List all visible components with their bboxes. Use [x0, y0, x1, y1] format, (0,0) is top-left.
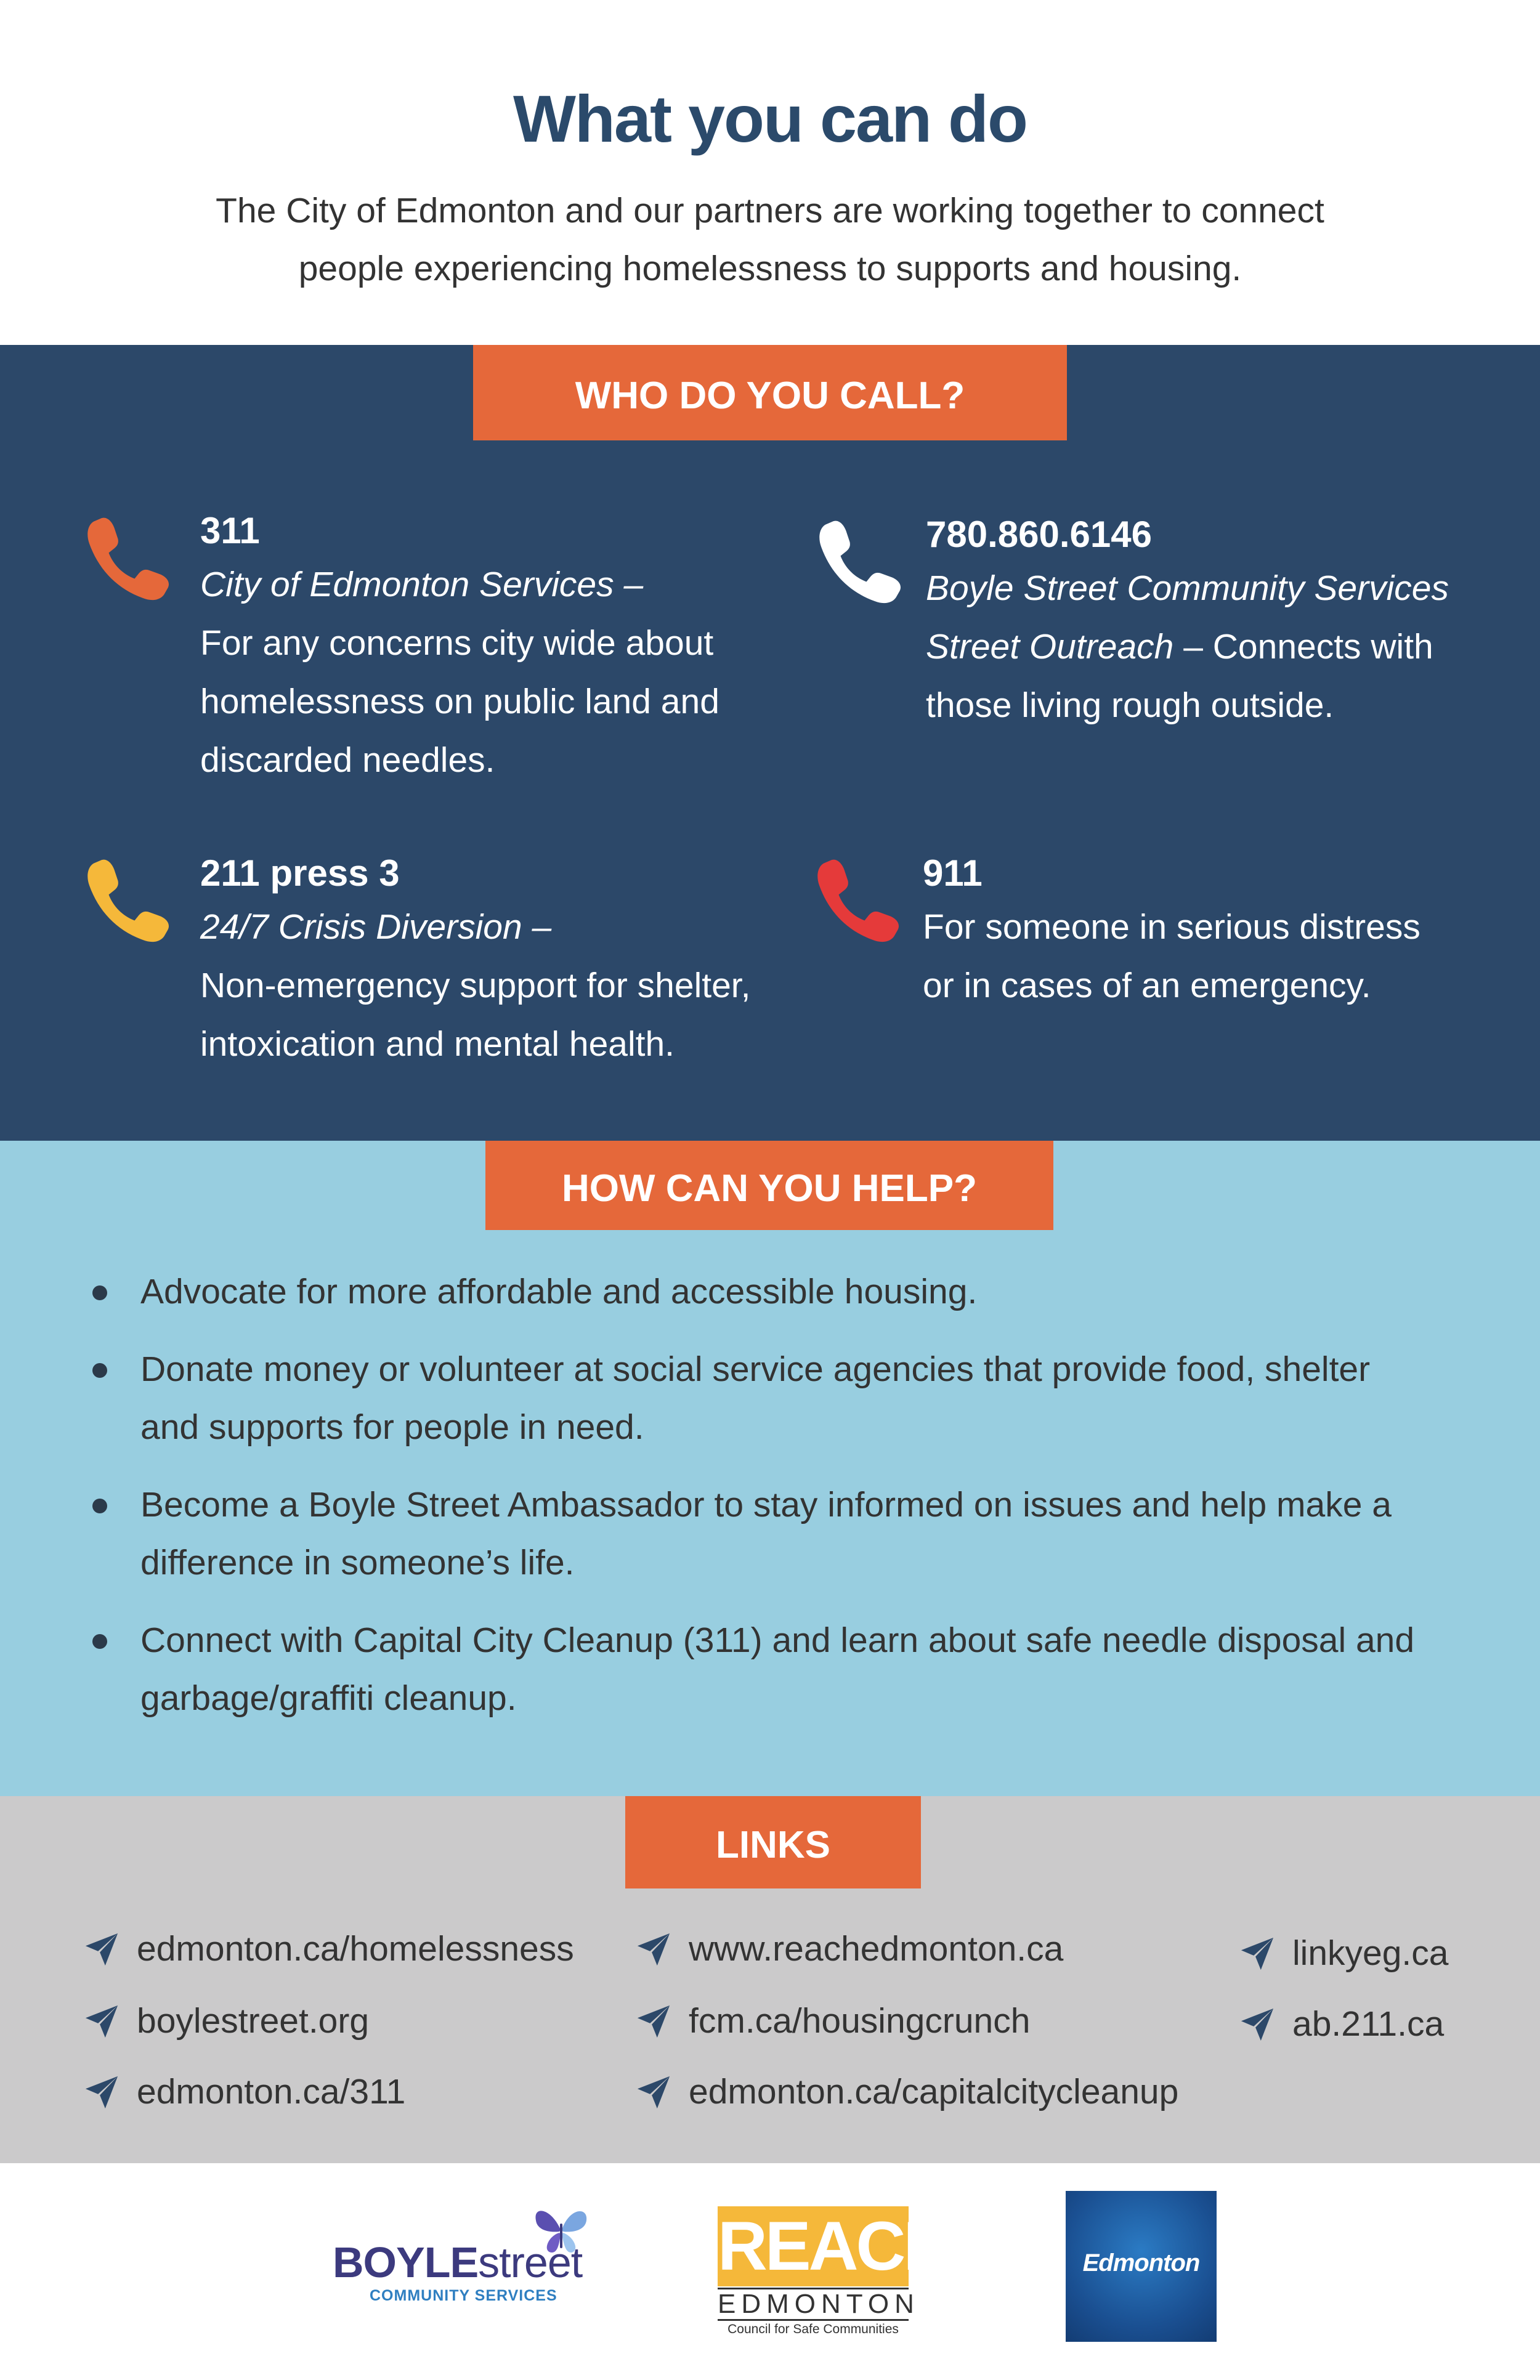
phone-icon: [817, 859, 899, 942]
how-can-you-help-section: HOW CAN YOU HELP? Advocate for more affo…: [0, 1141, 1540, 1796]
contact-number[interactable]: 311: [200, 510, 260, 551]
page-title: What you can do: [513, 81, 1028, 156]
link-text: edmonton.ca/capitalcitycleanup: [689, 2072, 1179, 2111]
link-text: www.reachedmonton.ca: [689, 1929, 1064, 1969]
link-edmonton-homelessness[interactable]: edmonton.ca/homelessness: [85, 1924, 574, 1973]
contact-service: Boyle Street Community Services: [926, 569, 1449, 608]
link-edmonton-311[interactable]: edmonton.ca/311: [85, 2067, 406, 2116]
edmonton-wordmark: Edmonton: [1082, 2249, 1201, 2277]
boyle-word-bold: BOYLE: [333, 2238, 479, 2286]
bullet-icon: [92, 1499, 107, 1513]
phone-icon: [819, 520, 901, 604]
bullet-icon: [92, 1285, 107, 1300]
link-capitalcitycleanup[interactable]: edmonton.ca/capitalcitycleanup: [637, 2067, 1179, 2116]
send-arrow-icon: [85, 2076, 118, 2109]
send-arrow-icon: [637, 2005, 670, 2038]
help-item-line: Donate money or volunteer at social serv…: [140, 1350, 1371, 1389]
help-item-line: Connect with Capital City Cleanup (311) …: [140, 1621, 1415, 1660]
bullet-icon: [92, 1363, 107, 1378]
link-text: ab.211.ca: [1292, 2004, 1445, 2044]
contact-service: Street Outreach: [926, 627, 1174, 666]
contact-line: For any concerns city wide about: [200, 623, 714, 663]
contact-line: or in cases of an emergency.: [923, 966, 1371, 1005]
contact-911: 911 For someone in serious distress or i…: [923, 849, 1420, 1015]
send-arrow-icon: [1241, 1937, 1274, 1970]
link-text: linkyeg.ca: [1292, 1933, 1449, 1973]
send-arrow-icon: [637, 1933, 670, 1966]
intro-line-2: people experiencing homelessness to supp…: [298, 249, 1242, 288]
reach-wordmark: REACH: [718, 2206, 953, 2286]
help-item-line: and supports for people in need.: [140, 1407, 644, 1447]
help-item-text: Advocate for more affordable and accessi…: [140, 1272, 978, 1311]
contact-service: 24/7 Crisis Diversion: [200, 907, 522, 947]
contact-boyle-street: 780.860.6146 Boyle Street Community Serv…: [926, 510, 1449, 735]
reach-subtitle: Council for Safe Communities: [727, 2322, 899, 2336]
intro-text: The City of Edmonton and our partners ar…: [154, 182, 1386, 298]
help-item-text: Connect with Capital City Cleanup (311) …: [140, 1611, 1465, 1727]
link-fcm-housingcrunch[interactable]: fcm.ca/housingcrunch: [637, 1996, 1031, 2046]
contact-line: discarded needles.: [200, 740, 495, 780]
send-arrow-icon: [1241, 2008, 1274, 2041]
boyle-street-logo: BOYLEstreet COMMUNITY SERVICES: [333, 2202, 591, 2307]
send-arrow-icon: [85, 2005, 118, 2038]
contact-number[interactable]: 911: [923, 852, 983, 894]
contact-line: those living rough outside.: [926, 686, 1334, 725]
phone-icon: [87, 859, 169, 942]
bullet-icon: [92, 1634, 107, 1649]
send-arrow-icon: [637, 2076, 670, 2109]
reach-edmonton-logo: REACH EDMONTON Council for Safe Communit…: [718, 2206, 953, 2336]
help-item-text: Become a Boyle Street Ambassador to stay…: [140, 1476, 1465, 1592]
link-text: edmonton.ca/homelessness: [137, 1929, 574, 1969]
link-reachedmonton[interactable]: www.reachedmonton.ca: [637, 1924, 1064, 1973]
help-item-text: Donate money or volunteer at social serv…: [140, 1340, 1465, 1456]
link-text: fcm.ca/housingcrunch: [689, 2001, 1031, 2041]
boyle-word-light: street: [478, 2238, 583, 2286]
contact-line: intoxication and mental health.: [200, 1024, 675, 1064]
help-item-line: Become a Boyle Street Ambassador to stay…: [140, 1485, 1392, 1524]
contact-211: 211 press 3 24/7 Crisis Diversion – Non-…: [200, 849, 750, 1074]
city-of-edmonton-logo: Edmonton: [1066, 2191, 1217, 2342]
links-section: LINKS edmonton.ca/homelessness boylestre…: [0, 1796, 1540, 2163]
help-item-line: difference in someone’s life.: [140, 1543, 575, 1582]
how-can-you-help-heading: HOW CAN YOU HELP?: [485, 1141, 1053, 1230]
reach-city: EDMONTON: [718, 2288, 914, 2321]
boyle-subtitle: COMMUNITY SERVICES: [370, 2287, 557, 2304]
help-item-line: garbage/graffiti cleanup.: [140, 1678, 517, 1718]
contact-311: 311 City of Edmonton Services – For any …: [200, 506, 719, 790]
contact-number[interactable]: 211 press 3: [200, 852, 400, 894]
who-do-you-call-section: WHO DO YOU CALL? 311 City of Edmonton Se…: [0, 345, 1540, 1141]
link-text: boylestreet.org: [137, 2001, 370, 2041]
link-ab-211[interactable]: ab.211.ca: [1241, 1999, 1445, 2049]
contact-line: homelessness on public land and: [200, 682, 719, 721]
contact-service: City of Edmonton Services: [200, 565, 614, 604]
send-arrow-icon: [85, 1933, 118, 1966]
contact-number[interactable]: 780.860.6146: [926, 514, 1153, 555]
link-linkyeg[interactable]: linkyeg.ca: [1241, 1929, 1449, 1978]
contact-line: – Connects with: [1173, 627, 1433, 666]
contact-line: For someone in serious distress: [923, 907, 1420, 947]
intro-line-1: The City of Edmonton and our partners ar…: [216, 191, 1324, 230]
who-do-you-call-heading: WHO DO YOU CALL?: [473, 345, 1067, 440]
contact-line: Non-emergency support for shelter,: [200, 966, 751, 1005]
link-boylestreet[interactable]: boylestreet.org: [85, 1996, 370, 2046]
boyle-wordmark: BOYLEstreet: [333, 2238, 583, 2287]
phone-icon: [87, 517, 169, 601]
links-heading: LINKS: [625, 1796, 921, 1888]
link-text: edmonton.ca/311: [137, 2072, 406, 2111]
butterfly-icon: [535, 2211, 587, 2253]
